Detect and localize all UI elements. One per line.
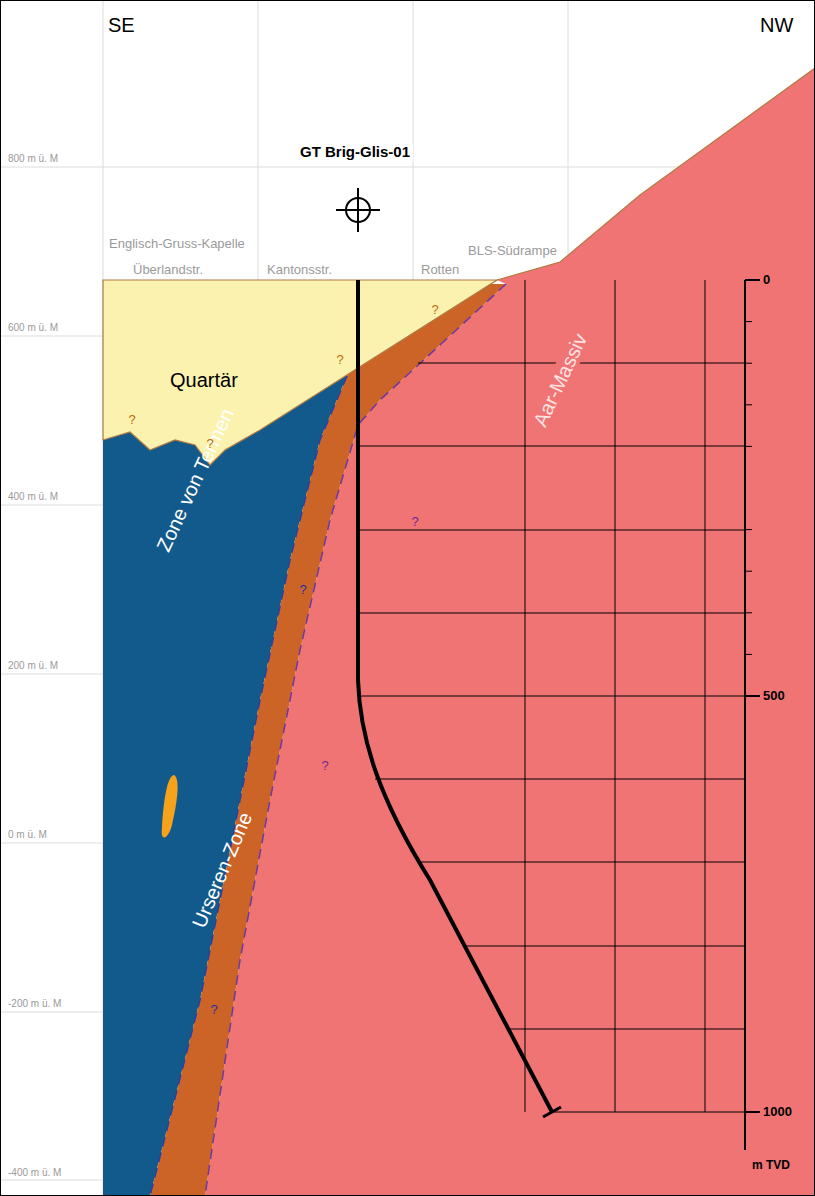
depth-unit: m TVD <box>752 1159 790 1172</box>
lens <box>162 775 178 837</box>
minor-tick <box>745 654 752 655</box>
major-tick <box>745 695 760 697</box>
depth-grid <box>358 280 745 1112</box>
zone-von-termen <box>103 280 497 1196</box>
grid-line <box>615 280 616 1112</box>
minor-ticks <box>745 322 752 655</box>
grid-line <box>705 280 706 1112</box>
grid-line <box>358 446 745 447</box>
direction-label: NW <box>760 14 793 36</box>
uncertainty-mark: ? <box>210 1003 217 1017</box>
minor-tick <box>745 529 752 530</box>
well-symbol <box>336 188 380 232</box>
elevation-label: 0 m ü. M <box>5 829 50 840</box>
well-cross <box>357 188 359 232</box>
well-path <box>358 280 552 1112</box>
river-label: Rotten <box>418 263 462 277</box>
minor-tick <box>745 446 752 447</box>
depth-label: 500 <box>763 689 785 703</box>
place-label: Englisch-Gruss-Kapelle <box>106 237 248 251</box>
unit-label: Quartär <box>170 369 238 391</box>
elevation-label: -200 m ü. M <box>5 998 64 1009</box>
elevation-label: 600 m ü. M <box>5 322 61 333</box>
grid-line <box>466 946 745 947</box>
well-name: GT Brig-Glis-01 <box>297 144 413 161</box>
grid-line <box>358 613 745 614</box>
axis-line <box>744 280 746 1150</box>
elevation-label: -400 m ü. M <box>5 1167 64 1178</box>
uncertainty-mark: ? <box>321 759 328 773</box>
depth-label: 0 <box>763 273 770 287</box>
uncertainty-mark: ? <box>411 515 418 529</box>
uncertainty-mark: ? <box>431 303 438 317</box>
grid-line <box>525 280 526 1112</box>
grid-line <box>420 862 745 863</box>
grid-line <box>375 779 745 780</box>
major-tick <box>745 279 760 281</box>
minor-tick <box>745 612 752 613</box>
grid-line <box>552 1112 745 1113</box>
uncertainty-mark: ? <box>299 583 306 597</box>
depth-axis <box>745 280 760 1150</box>
grid-line <box>418 363 745 364</box>
grid-line <box>510 1029 745 1030</box>
direction-label: SE <box>108 14 135 36</box>
quaternary <box>103 280 497 465</box>
minor-tick <box>745 404 752 405</box>
minor-tick <box>745 321 752 322</box>
minor-tick <box>745 363 752 364</box>
grid-line <box>358 530 745 531</box>
minor-tick <box>745 571 752 572</box>
uncertainty-mark: ? <box>128 413 135 427</box>
grid-line <box>358 696 745 697</box>
street-label: Kantonsstr. <box>264 263 335 277</box>
major-tick <box>745 1111 760 1113</box>
railway-label: BLS-Südrampe <box>465 244 560 258</box>
unit-label: Urseren-Zone <box>188 809 256 931</box>
unit-label: Aar-Massiv <box>528 327 593 432</box>
uncertainty-mark: ? <box>336 353 343 367</box>
street-label: Überlandstr. <box>130 263 206 277</box>
unit-label: Zone von Termen <box>152 405 238 555</box>
elevation-label: 400 m ü. M <box>5 491 61 502</box>
depth-label: 1000 <box>763 1105 792 1119</box>
elevation-label: 800 m ü. M <box>5 153 61 164</box>
well-end <box>543 1107 561 1117</box>
elevation-label: 200 m ü. M <box>5 660 61 671</box>
uncertainty-mark: ? <box>206 437 213 451</box>
